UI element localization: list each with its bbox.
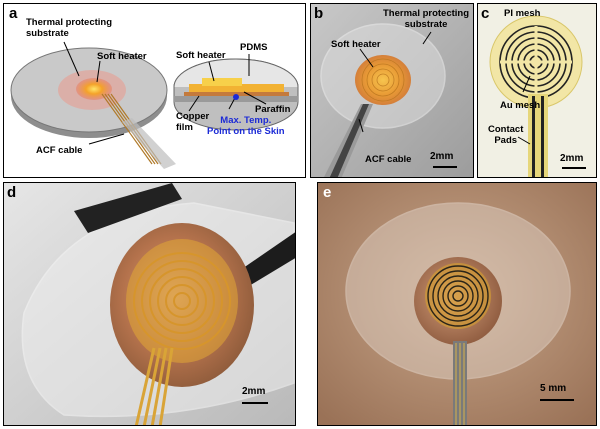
label-thermal-protecting-substrate: Thermal protecting substrate (383, 8, 470, 30)
scale-bar (433, 166, 457, 168)
photo-heater-on-substrate (311, 4, 473, 177)
panel-label: c (481, 5, 490, 22)
panel-b-photo: b Thermal protecting substrate Soft heat… (310, 3, 474, 178)
label-soft-heater: Soft heater (331, 39, 381, 50)
panel-a-schematic: a Thermal protecting substrate Soft heat… (3, 3, 306, 178)
label-max-temp-point: Max. Temp. Point on the Skin (207, 115, 285, 137)
heater-mesh-photo (133, 252, 231, 350)
panel-d-photo: d 2mm (3, 182, 296, 426)
label-copper-film: Copper film (176, 111, 210, 133)
copper-film-layer (184, 92, 289, 96)
label-paraffin: Paraffin (255, 104, 291, 115)
label-soft-heater-section: Soft heater (176, 50, 226, 61)
label-thermal-protecting-substrate: Thermal protecting substrate (26, 17, 113, 39)
label-soft-heater: Soft heater (97, 51, 147, 62)
scale-label: 2mm (430, 151, 454, 162)
panel-label: b (314, 5, 324, 22)
scale-label: 2mm (560, 153, 584, 164)
label-au-mesh: Au mesh (500, 100, 541, 111)
panel-label: a (9, 5, 18, 22)
photo-heater-on-skin (318, 183, 596, 425)
scale-bar (562, 167, 586, 169)
tweezer-right (236, 232, 295, 289)
panel-label: e (323, 184, 332, 201)
heater-schematic-illustration (10, 41, 299, 169)
label-pi-mesh: PI mesh (504, 8, 541, 19)
scale-bar (242, 402, 268, 404)
acf-cable-film (122, 118, 176, 169)
heater-mesh-photo (427, 265, 489, 327)
panel-e-photo: e 5 mm (317, 182, 597, 426)
soft-heater-photo (355, 55, 411, 105)
max-temp-point-marker (233, 94, 239, 100)
contact-pad-trace-right (541, 96, 544, 177)
label-pdms: PDMS (240, 42, 268, 53)
scale-label: 2mm (242, 386, 266, 397)
paraffin-layer (202, 78, 242, 86)
heater-layer (189, 84, 284, 92)
photo-heater-bent-tweezers (4, 183, 295, 425)
label-acf-cable: ACF cable (36, 145, 83, 156)
photo-heater-mesh-layout (478, 4, 596, 177)
acf-cable-photo (134, 347, 174, 425)
tweezer-left (74, 183, 182, 233)
panel-c-photo: c PI mesh Au mesh Contact Pads 2mm (477, 3, 597, 178)
panel-label: d (7, 184, 17, 201)
scale-label: 5 mm (540, 383, 567, 394)
scale-bar (540, 399, 574, 401)
label-acf-cable: ACF cable (365, 154, 412, 165)
label-contact-pads: Contact Pads (488, 124, 524, 146)
contact-pad-trace-left (532, 96, 535, 177)
